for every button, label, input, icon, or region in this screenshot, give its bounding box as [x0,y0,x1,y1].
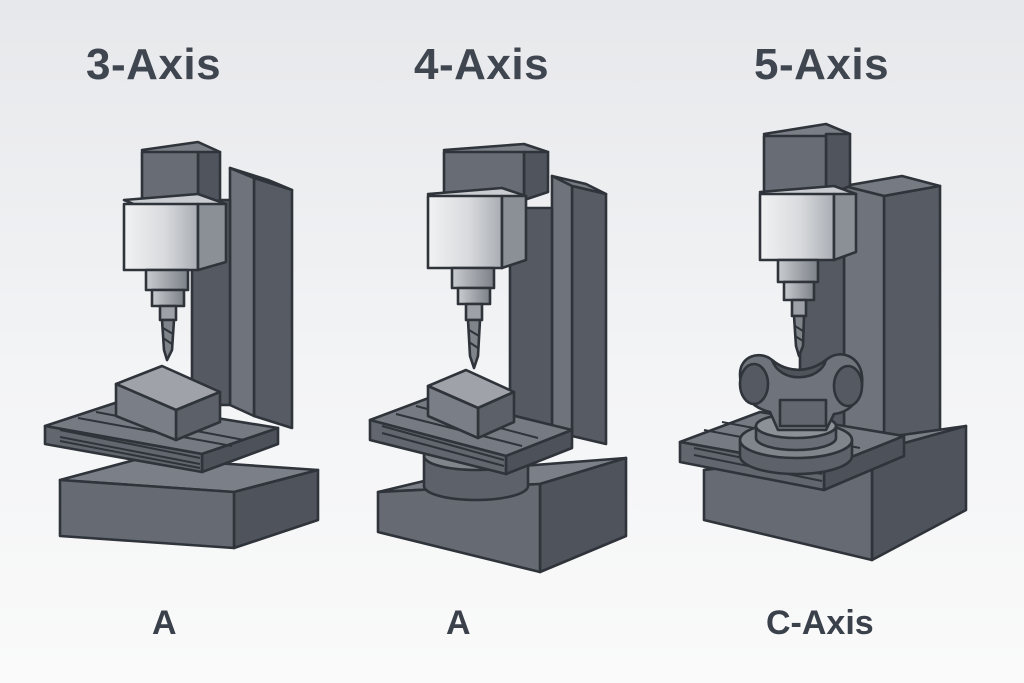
spindle-head [758,122,858,358]
machine-3-axis [43,140,320,550]
machine-5-axis [678,122,968,562]
title-3-axis: 3-Axis [86,40,222,89]
title-5-axis: 5-Axis [754,40,890,89]
spindle-head [426,142,550,370]
sublabel-5-axis: C-Axis [766,604,874,642]
workpiece [114,364,222,442]
column [508,174,608,446]
machine-4-axis [368,142,628,574]
sublabel-3-axis: A [152,604,177,642]
spindle-head [122,140,228,362]
trunnion-fixture [738,353,864,432]
base [58,456,320,550]
sublabel-4-axis: A [446,604,471,642]
title-4-axis: 4-Axis [414,40,550,89]
workpiece [426,368,516,440]
